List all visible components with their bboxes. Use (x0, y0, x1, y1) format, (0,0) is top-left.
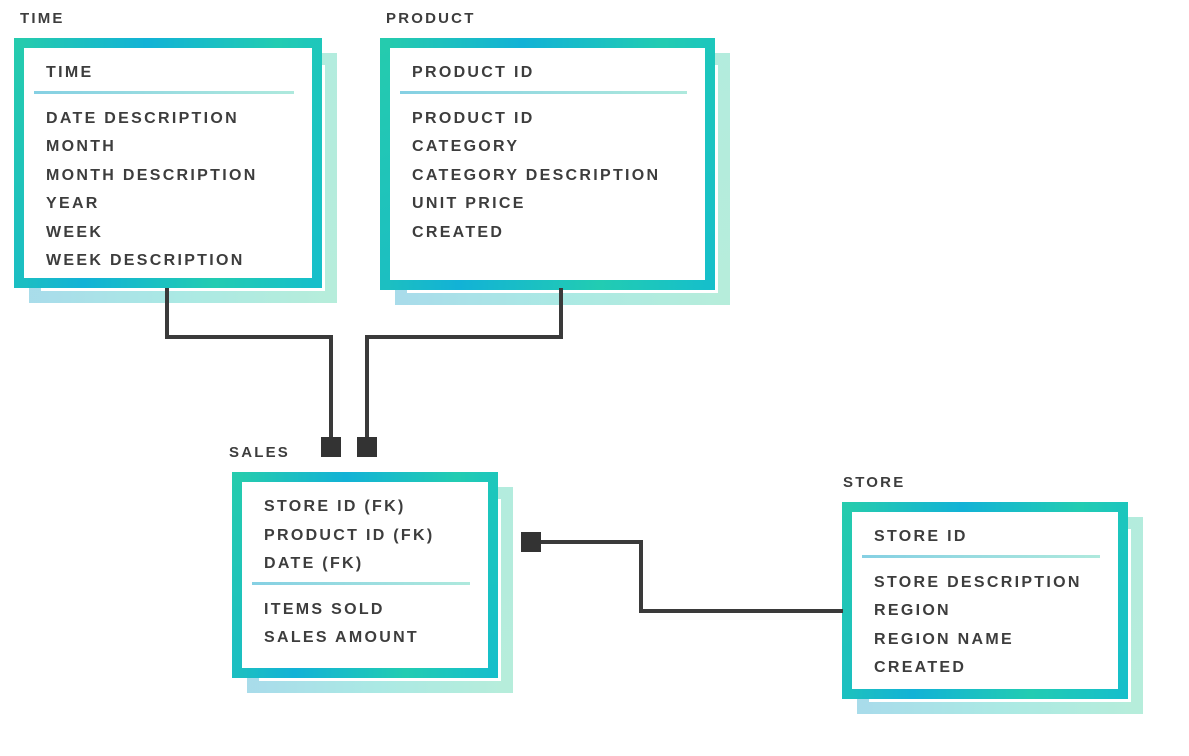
connector-time-sales-segment (329, 335, 333, 440)
connector-product-sales-endpoint (357, 437, 377, 457)
connector-time-sales-endpoint (321, 437, 341, 457)
entity-store-key-section: STORE ID (852, 512, 1118, 553)
attr-field: CREATED (874, 659, 967, 676)
attr-field: CATEGORY (412, 138, 520, 155)
connector-store-sales-segment (639, 540, 643, 613)
connector-product-sales-segment (559, 288, 563, 339)
connector-store-sales-segment (639, 609, 843, 613)
entity-product-key-section: PRODUCT ID (390, 48, 705, 89)
attr-field: MONTH DESCRIPTION (46, 166, 258, 184)
entity-store-box[interactable]: STORE ID STORE DESCRIPTION REGION REGION… (842, 502, 1128, 699)
entity-time: TIME TIME DATE DESCRIPTION MONTH MONTH D… (14, 10, 337, 303)
entity-sales-key-section: STORE ID (FK) PRODUCT ID (FK) DATE (FK) (242, 482, 488, 580)
attr-field: ITEMS SOLD (264, 600, 385, 618)
key-field: PRODUCT ID (FK) (264, 526, 435, 544)
key-field: TIME (46, 64, 94, 81)
attr-field: REGION (874, 602, 951, 619)
connector-product-sales-segment (365, 335, 563, 339)
attr-field: CATEGORY DESCRIPTION (412, 166, 661, 184)
attr-field: WEEK DESCRIPTION (46, 252, 245, 269)
attr-field: UNIT PRICE (412, 195, 526, 212)
key-field: STORE ID (FK) (264, 498, 406, 515)
key-field: PRODUCT ID (412, 64, 535, 81)
entity-product-title: PRODUCT (386, 10, 476, 27)
entity-store-title: STORE (843, 474, 906, 491)
entity-product-attr-section: PRODUCT ID CATEGORY CATEGORY DESCRIPTION… (390, 94, 705, 248)
attr-field: SALES AMOUNT (264, 629, 420, 646)
key-divider (34, 90, 294, 94)
key-field: STORE ID (874, 528, 968, 545)
entity-product: PRODUCT PRODUCT ID PRODUCT ID CATEGORY C… (380, 10, 730, 305)
key-divider (400, 90, 687, 94)
attr-field: CREATED (412, 223, 505, 241)
entity-time-attr-section: DATE DESCRIPTION MONTH MONTH DESCRIPTION… (24, 94, 312, 276)
entity-store-attr-section: STORE DESCRIPTION REGION REGION NAME CRE… (852, 558, 1118, 683)
entity-sales-title: SALES (229, 444, 291, 461)
key-divider (252, 581, 470, 585)
attr-field: DATE DESCRIPTION (46, 109, 239, 127)
connector-store-sales-segment (541, 540, 643, 544)
connector-time-sales-segment (165, 288, 169, 339)
entity-product-box[interactable]: PRODUCT ID PRODUCT ID CATEGORY CATEGORY … (380, 38, 715, 290)
attr-field: STORE DESCRIPTION (874, 573, 1082, 591)
connector-time-sales-segment (165, 335, 333, 339)
entity-time-box[interactable]: TIME DATE DESCRIPTION MONTH MONTH DESCRI… (14, 38, 322, 288)
entity-time-key-section: TIME (24, 48, 312, 89)
key-divider (862, 554, 1100, 558)
attr-field: WEEK (46, 223, 104, 241)
attr-field: PRODUCT ID (412, 109, 535, 127)
attr-field: MONTH (46, 138, 117, 155)
entity-sales-box[interactable]: STORE ID (FK) PRODUCT ID (FK) DATE (FK) … (232, 472, 498, 678)
attr-field: YEAR (46, 195, 100, 212)
connector-store-sales-endpoint (521, 532, 541, 552)
entity-sales: SALES STORE ID (FK) PRODUCT ID (FK) DATE… (229, 444, 513, 693)
entity-sales-attr-section: ITEMS SOLD SALES AMOUNT (242, 585, 488, 653)
entity-store: STORE STORE ID STORE DESCRIPTION REGION … (842, 474, 1143, 714)
entity-time-title: TIME (20, 10, 65, 27)
attr-field: REGION NAME (874, 630, 1014, 648)
key-field: DATE (FK) (264, 555, 364, 572)
connector-product-sales-segment (365, 335, 369, 440)
